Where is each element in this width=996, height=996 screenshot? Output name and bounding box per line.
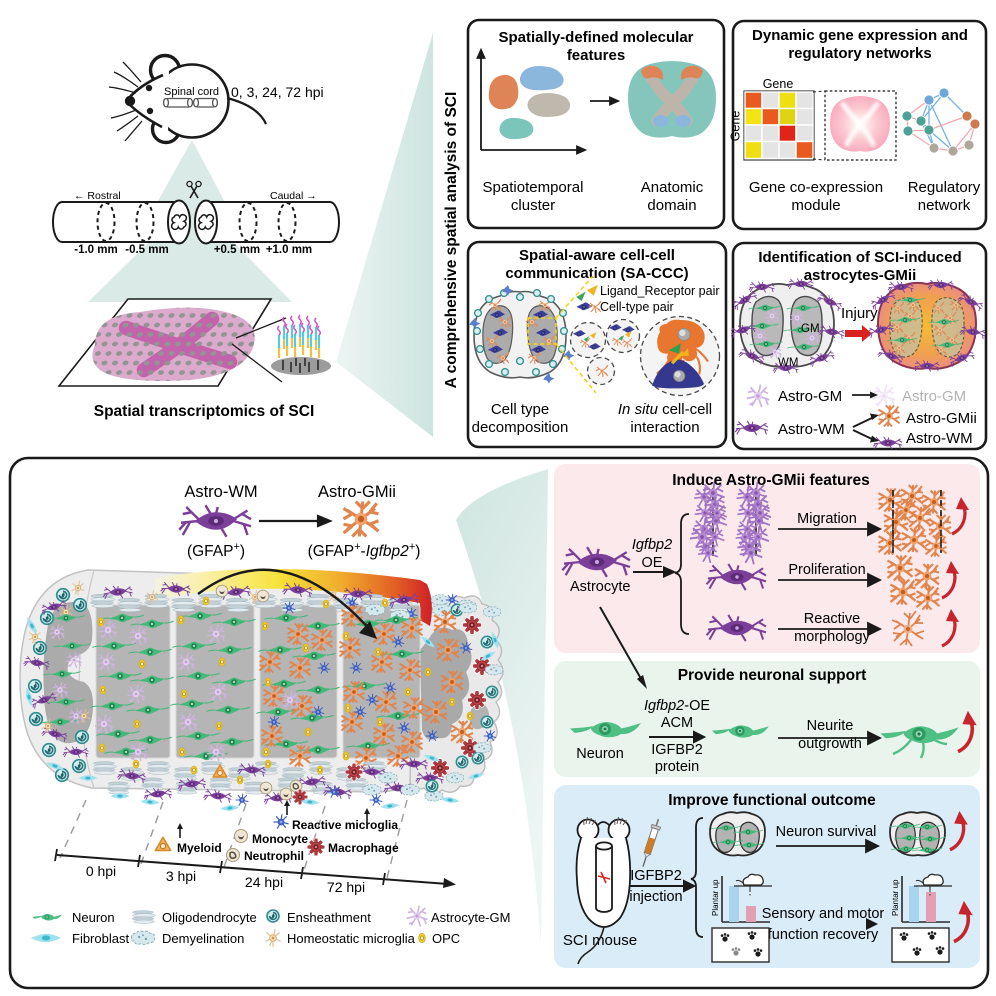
- svg-text:Macrophage: Macrophage: [328, 841, 399, 855]
- svg-text:OE: OE: [642, 555, 663, 571]
- svg-text:Cell type: Cell type: [491, 401, 549, 418]
- svg-text:Spatially-defined molecular: Spatially-defined molecular: [498, 29, 693, 46]
- svg-text:Astro-WM: Astro-WM: [184, 483, 257, 501]
- svg-text:network: network: [918, 197, 971, 214]
- svg-text:communication (SA-CCC): communication (SA-CCC): [505, 265, 688, 282]
- svg-text:morphology: morphology: [794, 629, 871, 645]
- svg-text:GM: GM: [801, 323, 820, 335]
- svg-text:module: module: [791, 197, 840, 214]
- svg-text:interaction: interaction: [630, 419, 699, 436]
- svg-text:Neuron: Neuron: [72, 910, 115, 925]
- svg-text:Gene: Gene: [763, 77, 794, 91]
- svg-text:Proliferation: Proliferation: [788, 562, 865, 578]
- svg-text:injection: injection: [629, 889, 682, 905]
- svg-text:Migration: Migration: [797, 511, 857, 527]
- svg-text:Neuron survival: Neuron survival: [776, 824, 877, 840]
- svg-text:Monocyte: Monocyte: [252, 832, 308, 846]
- svg-text:Gene: Gene: [729, 111, 743, 142]
- svg-text:Igfbp2-OE: Igfbp2-OE: [644, 698, 710, 714]
- svg-text:cluster: cluster: [511, 197, 555, 214]
- svg-text:Astrocyte: Astrocyte: [570, 579, 630, 595]
- svg-text:domain: domain: [647, 197, 696, 214]
- svg-text:Caudal →: Caudal →: [270, 190, 317, 202]
- svg-text:Cell-type pair: Cell-type pair: [600, 300, 674, 314]
- svg-text:astrocytes-GMii: astrocytes-GMii: [804, 267, 917, 284]
- svg-text:Fibroblast: Fibroblast: [72, 931, 129, 946]
- svg-text:Neuron: Neuron: [576, 746, 624, 762]
- svg-text:Gene co-expression: Gene co-expression: [749, 179, 883, 196]
- svg-text:Astro-WM: Astro-WM: [778, 421, 845, 438]
- svg-text:← Rostral: ← Rostral: [74, 190, 121, 202]
- svg-text:Oligodendrocyte: Oligodendrocyte: [162, 910, 257, 925]
- svg-text:IGFBP2: IGFBP2: [651, 742, 703, 758]
- svg-text:Improve functional outcome: Improve functional outcome: [668, 792, 876, 809]
- svg-text:SCI mouse: SCI mouse: [563, 932, 637, 949]
- svg-text:Sensory and motor: Sensory and motor: [762, 906, 885, 922]
- svg-text:outgrowth: outgrowth: [798, 736, 862, 752]
- svg-text:Astro-GM: Astro-GM: [902, 388, 966, 405]
- svg-text:Anatomic: Anatomic: [641, 179, 704, 196]
- svg-text:Dynamic gene expression and: Dynamic gene expression and: [752, 27, 968, 44]
- svg-text:Astro-GMii: Astro-GMii: [906, 410, 977, 427]
- svg-text:decomposition: decomposition: [472, 419, 569, 436]
- svg-text:Astrocyte-GM: Astrocyte-GM: [431, 910, 510, 925]
- svg-text:Reactive: Reactive: [804, 611, 860, 627]
- svg-text:WM: WM: [778, 357, 798, 369]
- svg-text:OPC: OPC: [432, 931, 460, 946]
- svg-text:function recovery: function recovery: [768, 927, 879, 943]
- svg-text:Demyelination: Demyelination: [162, 931, 244, 946]
- svg-text:Regulatory: Regulatory: [908, 179, 981, 196]
- svg-text:(GFAP+-Igfbp2+): (GFAP+-Igfbp2+): [308, 541, 421, 560]
- svg-text:In situ cell-cell: In situ cell-cell: [618, 401, 712, 418]
- svg-text:Spatial-aware cell-cell: Spatial-aware cell-cell: [519, 247, 675, 264]
- svg-text:Myeloid: Myeloid: [177, 841, 222, 855]
- svg-text:protein: protein: [655, 759, 699, 775]
- svg-text:Ensheathment: Ensheathment: [287, 910, 371, 925]
- svg-text:Spatiotemporal: Spatiotemporal: [483, 179, 584, 196]
- svg-text:Neurite: Neurite: [807, 718, 854, 734]
- svg-text:Spinal cord: Spinal cord: [164, 86, 219, 98]
- svg-text:Astro-GMii: Astro-GMii: [318, 483, 396, 501]
- svg-text:0, 3, 24, 72 hpi: 0, 3, 24, 72 hpi: [231, 84, 324, 100]
- svg-text:(GFAP+): (GFAP+): [187, 541, 245, 560]
- svg-text:Injury: Injury: [841, 305, 878, 322]
- svg-text:Reactive microglia: Reactive microglia: [292, 818, 398, 832]
- svg-text:3 hpi: 3 hpi: [166, 868, 196, 884]
- svg-text:Provide neuronal support: Provide neuronal support: [678, 667, 867, 684]
- svg-text:Astro-WM: Astro-WM: [906, 430, 973, 447]
- svg-text:0 hpi: 0 hpi: [86, 863, 116, 879]
- svg-text:Identification of SCI-induced: Identification of SCI-induced: [758, 249, 961, 266]
- svg-text:Astro-GM: Astro-GM: [778, 388, 842, 405]
- svg-text:24 hpi: 24 hpi: [245, 874, 283, 890]
- svg-text:Homeostatic microglia: Homeostatic microglia: [287, 931, 416, 946]
- svg-text:A comprehensive spatial analys: A comprehensive spatial analysis of SCI: [443, 92, 460, 389]
- svg-text:Igfbp2: Igfbp2: [632, 537, 672, 553]
- svg-text:+1.0 mm: +1.0 mm: [266, 244, 312, 256]
- svg-text:IGFBP2: IGFBP2: [630, 868, 682, 884]
- svg-text:Induce Astro-GMii features: Induce Astro-GMii features: [672, 472, 870, 489]
- svg-text:-1.0 mm: -1.0 mm: [74, 244, 117, 256]
- svg-text:72 hpi: 72 hpi: [327, 879, 365, 895]
- svg-text:Neutrophil: Neutrophil: [244, 849, 304, 863]
- svg-text:Ligand_Receptor pair: Ligand_Receptor pair: [600, 284, 720, 298]
- svg-text:+0.5 mm: +0.5 mm: [214, 244, 260, 256]
- svg-text:-0.5 mm: -0.5 mm: [125, 244, 168, 256]
- svg-text:ACM: ACM: [661, 715, 693, 731]
- svg-text:features: features: [567, 47, 625, 64]
- svg-text:Spatial transcriptomics of SCI: Spatial transcriptomics of SCI: [94, 403, 315, 420]
- svg-text:regulatory networks: regulatory networks: [788, 45, 931, 62]
